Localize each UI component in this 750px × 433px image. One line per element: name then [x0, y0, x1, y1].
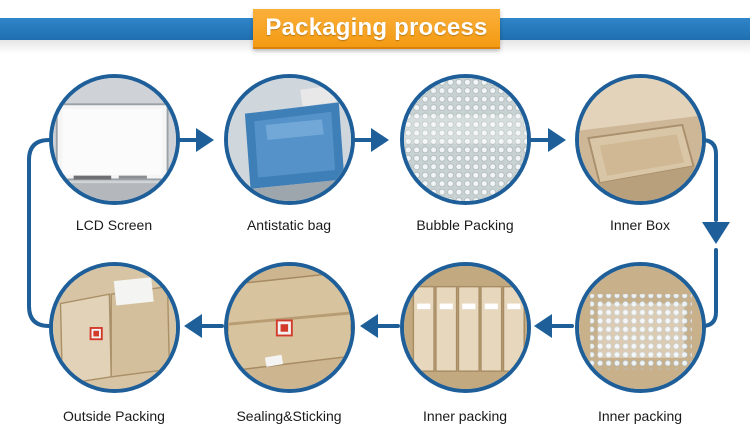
step-6-label: Inner packing: [422, 408, 508, 424]
outside-packing-photo: [53, 266, 176, 389]
connector-8-1: [27, 138, 51, 328]
step-8-outside-packing: [49, 262, 180, 393]
lcd-screen-photo: [53, 78, 176, 201]
step-7-sealing-sticking: [224, 262, 355, 393]
arrow-left-icon: [184, 314, 202, 338]
step-2-antistatic-bag: [224, 74, 355, 205]
arrow-left-icon: [360, 314, 378, 338]
arrow-left-icon: [534, 314, 552, 338]
step-3-label: Bubble Packing: [416, 217, 514, 233]
sealed-box-photo: [228, 266, 351, 389]
step-1-lcd-screen: [49, 74, 180, 205]
bubble-wrap-photo: [404, 78, 527, 201]
step-2-label: Antistatic bag: [246, 217, 332, 233]
page-title: Packaging process: [265, 14, 488, 41]
step-4-inner-box: [575, 74, 706, 205]
arrow-right-icon: [548, 128, 566, 152]
step-5-inner-packing: [575, 262, 706, 393]
step-1-label: LCD Screen: [75, 217, 153, 233]
arrow-down-icon: [702, 222, 730, 244]
arrow-right-icon: [196, 128, 214, 152]
step-6-inner-packing: [400, 262, 531, 393]
step-7-label: Sealing&Sticking: [236, 408, 342, 424]
arrow-right-icon: [371, 128, 389, 152]
step-8-label: Outside Packing: [63, 408, 165, 424]
step-3-bubble-packing: [400, 74, 531, 205]
antistatic-bag-photo: [228, 78, 351, 201]
step-5-label: Inner packing: [597, 408, 683, 424]
header-plate: Packaging process: [253, 9, 500, 49]
inner-packing-bubble-photo: [579, 266, 702, 389]
inner-packing-boxes-photo: [404, 266, 527, 389]
step-4-label: Inner Box: [610, 217, 670, 233]
inner-box-photo: [579, 78, 702, 201]
